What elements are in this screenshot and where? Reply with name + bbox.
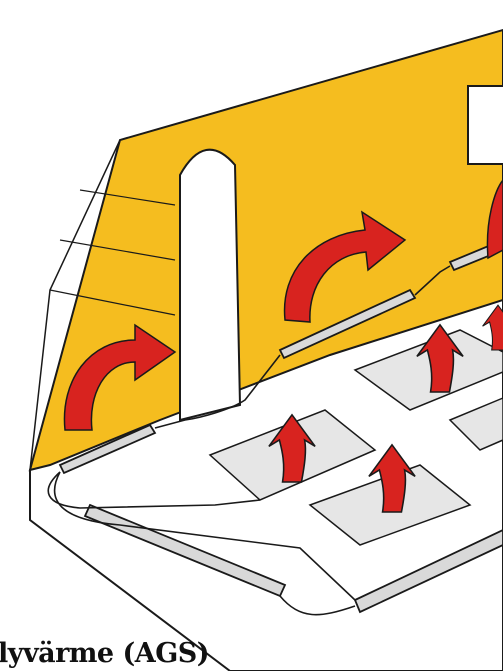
caption: lyvärme (AGS)	[0, 638, 209, 669]
window-opening	[180, 150, 240, 420]
wall-window	[468, 86, 503, 164]
